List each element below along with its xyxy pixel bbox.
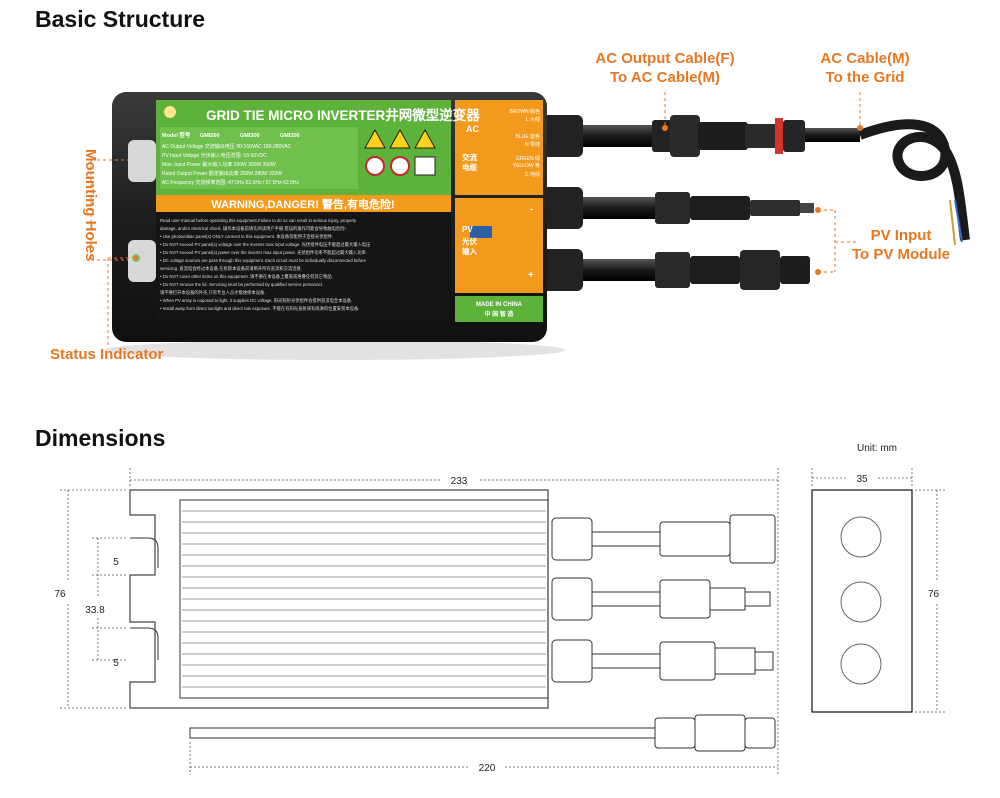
- ac-panel-title: AC: [466, 124, 479, 134]
- callout-ac-output-line1: AC Output Cable(F): [595, 50, 735, 67]
- svg-text:damage, and/or electrical shoc: damage, and/or electrical shock. 操作本设备前请…: [160, 225, 346, 232]
- label-spec-0: AC Output Voltage 交流输出电压 80-160VAC 180-2…: [162, 143, 292, 150]
- svg-text:• DC voltage sources are pass: • DC voltage sources are pass through th…: [160, 258, 367, 263]
- callout-ac-grid-line1: AC Cable(M): [820, 50, 910, 67]
- svg-text:YELLOW 黄: YELLOW 黄: [513, 162, 540, 169]
- label-model: Model 型号: [162, 131, 191, 139]
- side-view: [811, 489, 913, 713]
- warning-body-text: Read user manual before operating this e…: [160, 218, 371, 312]
- body-outline: [129, 489, 549, 709]
- slot-bottom: [130, 627, 159, 660]
- dim-cable: 220: [479, 763, 496, 774]
- dimension-drawing: 233 76 33.8 5 5 220 35 76 Unit: mm: [54, 443, 945, 775]
- pv-panel-cn-2: 输入: [462, 246, 477, 256]
- pv-panel-cn-1: 光伏: [461, 236, 477, 246]
- warning-icons: [364, 128, 436, 176]
- dim-height: 76: [54, 589, 66, 600]
- callout-pv-input-line1: PV Input: [870, 227, 932, 244]
- callout-ac-output: AC Output Cable(F) To AC Cable(M): [580, 49, 750, 87]
- fins: [182, 510, 546, 688]
- basic-structure-title: Basic Structure: [35, 6, 206, 32]
- svg-text:N 零线: N 零线: [525, 141, 540, 148]
- callout-status-indicator: Status Indicator: [50, 346, 164, 363]
- svg-text:请不要打开本设备的外壳,只有专业人员才能维修本设备.: 请不要打开本设备的外壳,只有专业人员才能维修本设备.: [160, 289, 266, 296]
- ac-panel-cn-2: 电缆: [462, 162, 477, 172]
- svg-text:• Install away from direct sun: • Install away from direct sunlight and …: [160, 305, 359, 312]
- dimensions-title: Dimensions: [35, 425, 166, 451]
- svg-text:BROWN 棕色: BROWN 棕色: [509, 108, 540, 115]
- dim-slot-top: 5: [113, 557, 119, 568]
- callout-ac-grid: AC Cable(M) To the Grid: [800, 49, 930, 87]
- pv-plus-sign: +: [528, 270, 534, 281]
- pv-connector-minus: [655, 192, 814, 224]
- svg-text:L 火线: L 火线: [526, 116, 540, 123]
- made-in-china: MADE IN CHINA: [476, 302, 523, 308]
- svg-text:Read user manual before operat: Read user manual before operating this e…: [160, 218, 357, 223]
- svg-text:• When PV array is exposed to: • When PV array is exposed to light, it …: [160, 297, 352, 304]
- svg-text:• Do NOT exceed PV panel(s) vo: • Do NOT exceed PV panel(s) voltage over…: [160, 241, 371, 248]
- dim-side-height: 76: [928, 589, 940, 600]
- dimension-lines: [60, 468, 945, 775]
- label-spec-4: AC Frequency 交流频率范围: 47.5Hz-52.5Hz / 57.…: [162, 179, 299, 186]
- label-spec-2: Max. Input Power 最大输入功率 260W 300W 350W: [162, 161, 276, 168]
- ac-connector: [652, 115, 805, 157]
- callout-mounting-holes: Mounting Holes: [82, 148, 99, 262]
- pv-connector-plus: [655, 250, 810, 290]
- svg-text:GREEN 绿: GREEN 绿: [516, 155, 540, 162]
- slot-top: [130, 537, 159, 568]
- svg-text:G 地线: G 地线: [525, 171, 540, 178]
- svg-text:• Use photovoltaic panel(s) ON: • Use photovoltaic panel(s) ONLY connect…: [160, 233, 333, 240]
- ac-panel-cn-1: 交流: [462, 152, 477, 162]
- pv-minus-sign: -: [530, 204, 533, 214]
- svg-text:servicing. 直流电会经过本设备,在拆卸本设备前请断: servicing. 直流电会经过本设备,在拆卸本设备前请断开所有直流和交流连接…: [160, 265, 302, 272]
- made-in-china-cn: 中 国 智 造: [484, 310, 513, 318]
- dim-width: 35: [856, 474, 868, 485]
- dim-length: 233: [451, 476, 468, 487]
- callout-ac-output-line2: To AC Cable(M): [610, 69, 720, 86]
- svg-text:BLUE 蓝色: BLUE 蓝色: [516, 133, 540, 140]
- drawing-connectors: [189, 514, 776, 752]
- inverter-photo: GRID TIE MICRO INVERTER井网微型逆变器 Model 型号 …: [90, 92, 970, 360]
- svg-text:• Do NOT cover other items on: • Do NOT cover other items on this equip…: [160, 273, 333, 280]
- callout-pv-input: PV Input To PV Module: [836, 226, 966, 264]
- svg-text:• Do NOT remove the lid. Servi: • Do NOT remove the lid. Servicing must …: [160, 282, 323, 287]
- label-model-3: GMI350: [280, 133, 300, 139]
- callout-pv-input-line2: To PV Module: [851, 246, 951, 263]
- label-spec-1: PV Input Voltage 光伏输入电压范围: 18-50VDC: [162, 152, 267, 159]
- unit-label: Unit: mm: [857, 443, 897, 454]
- label-title: GRID TIE MICRO INVERTER井网微型逆变器: [206, 107, 480, 123]
- dim-slot-bottom: 5: [113, 658, 119, 669]
- label-model-1: GMI260: [200, 133, 220, 139]
- dim-slot-spacing: 33.8: [85, 605, 105, 616]
- label-spec-3: Rated Output Power 额定输出功率 250W 280W 320W: [162, 170, 282, 177]
- ac-wire-legend: BROWN 棕色 L 火线 BLUE 蓝色 N 零线 GREEN 绿 YELLO…: [509, 108, 540, 178]
- warning-banner-text: WARNING,DANGER! 警告,有电危险!: [211, 197, 394, 211]
- callout-ac-grid-line2: To the Grid: [825, 69, 905, 86]
- label-model-2: GMI300: [240, 133, 260, 139]
- fin-body: [179, 499, 549, 699]
- svg-text:• Do NOT exceed PV panel(s) po: • Do NOT exceed PV panel(s) power over t…: [160, 249, 367, 256]
- pv-panel-title: PV: [462, 225, 473, 234]
